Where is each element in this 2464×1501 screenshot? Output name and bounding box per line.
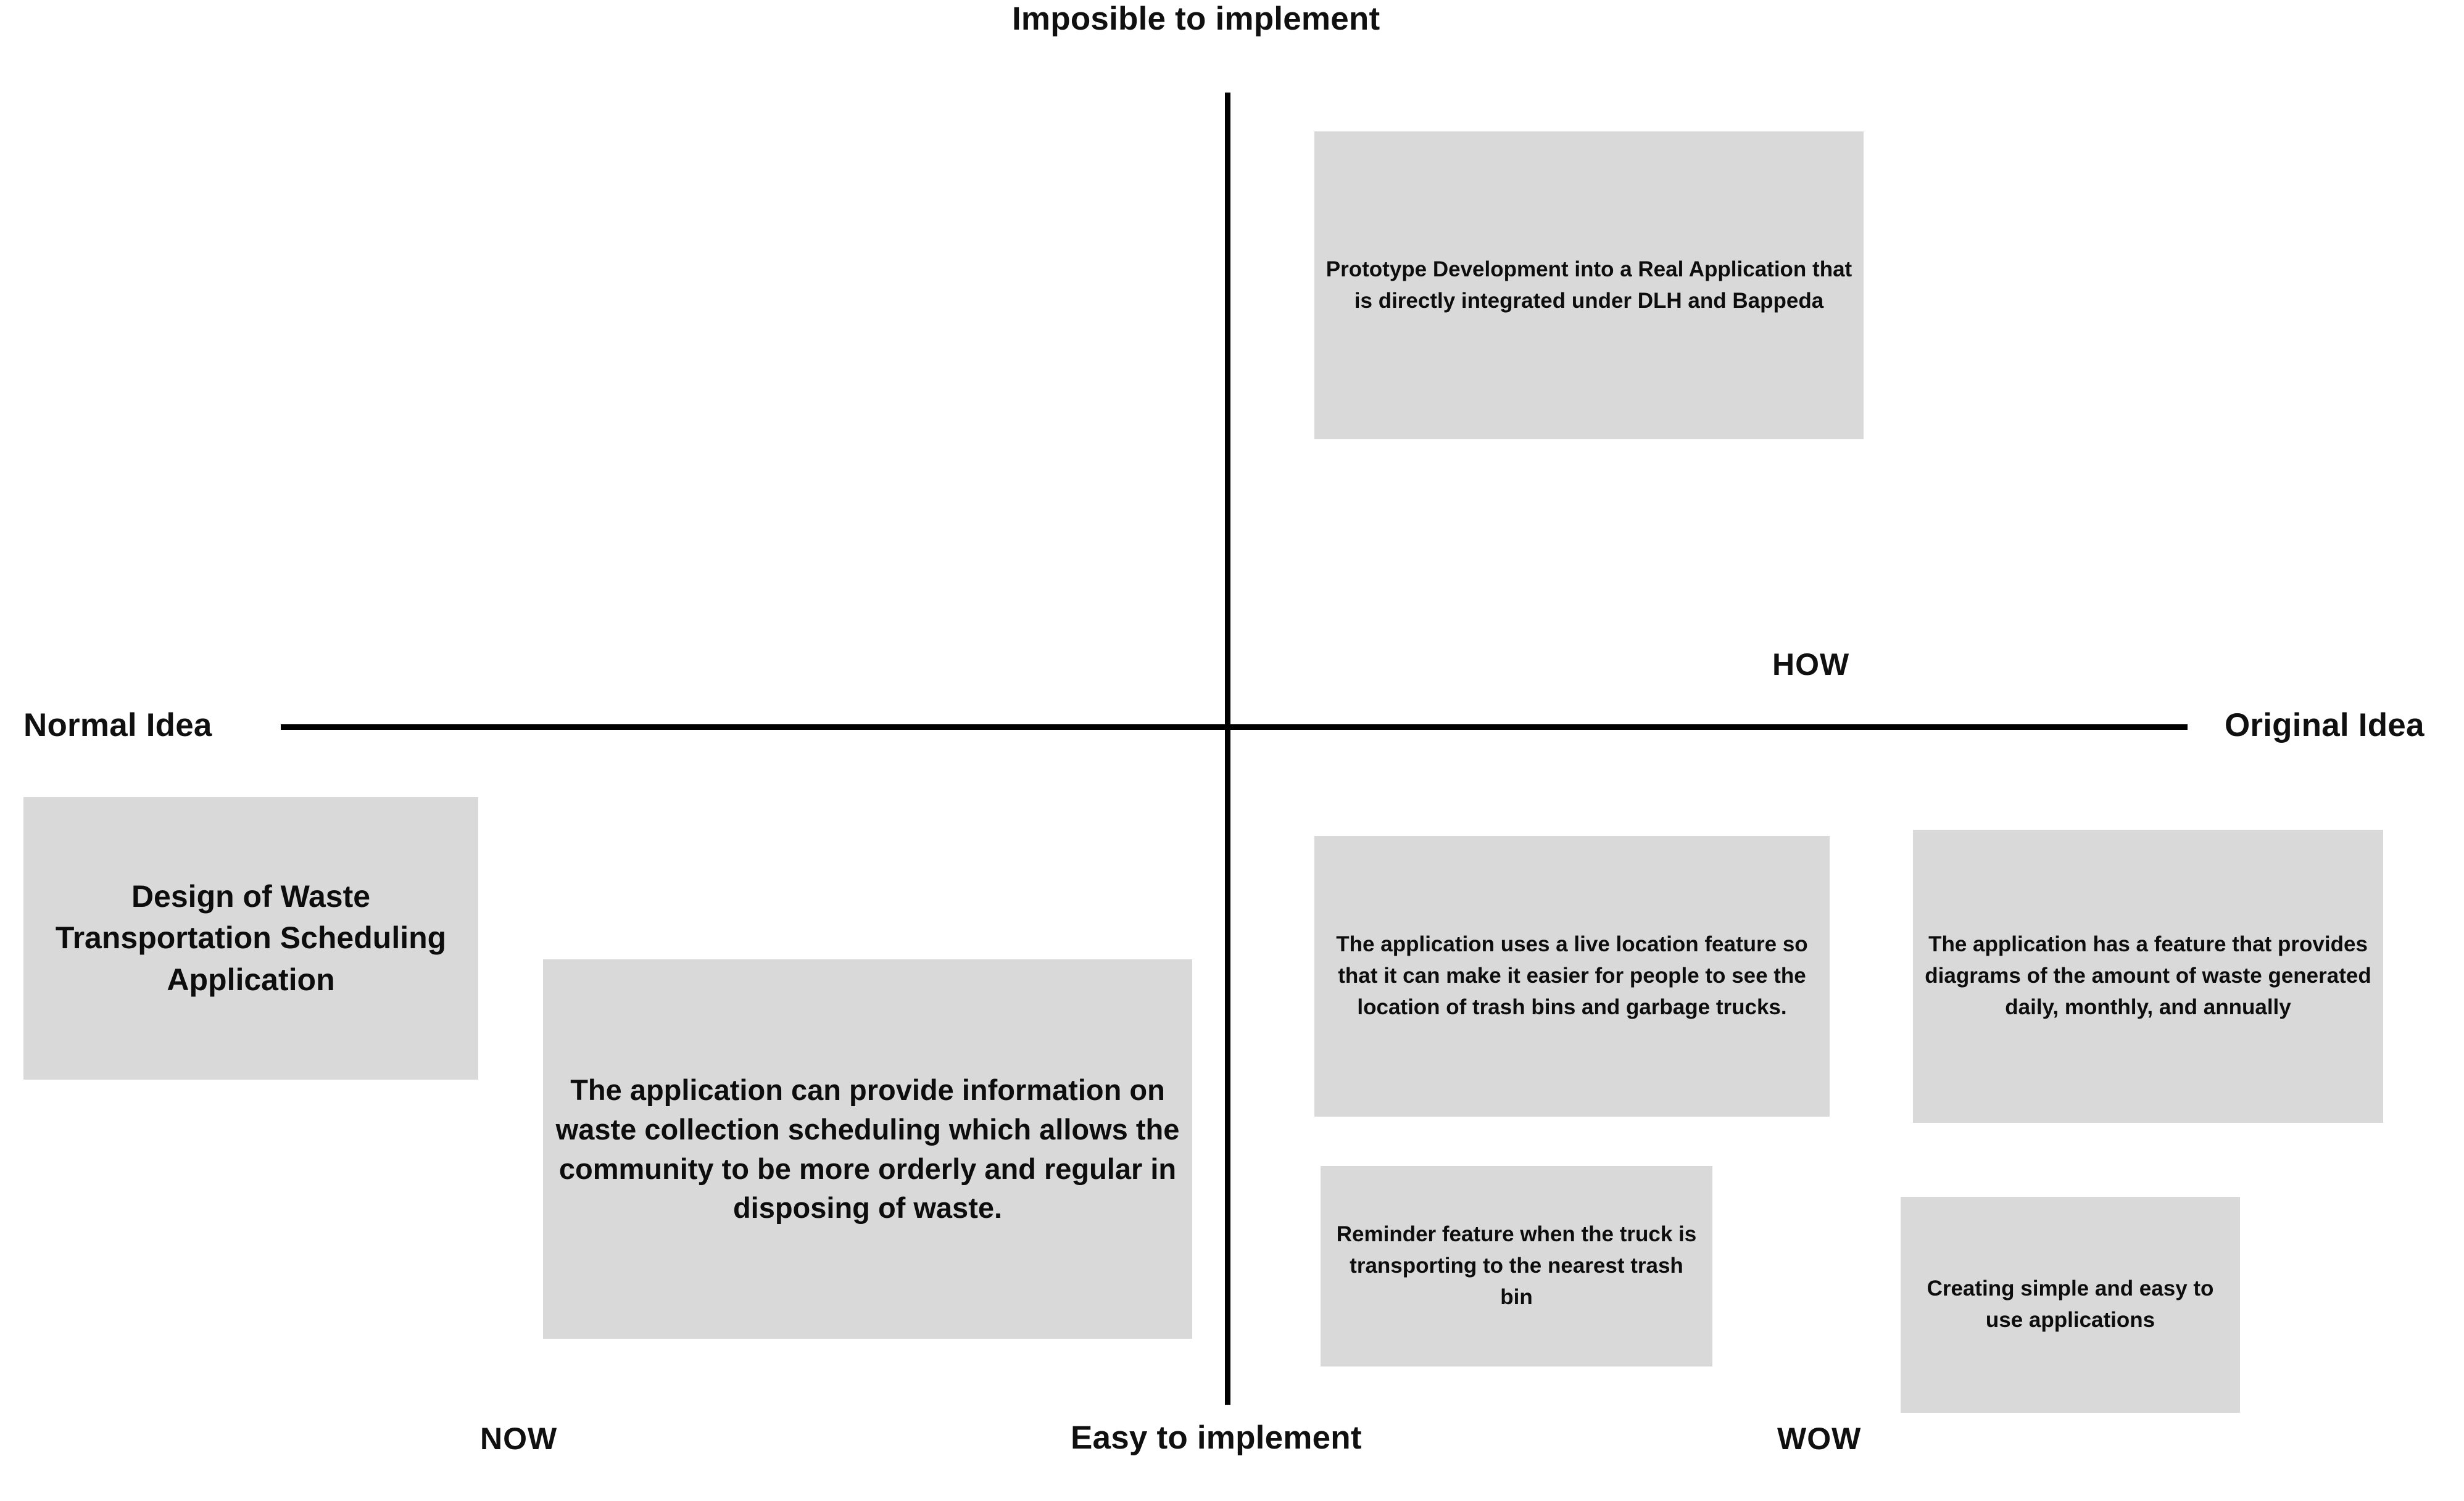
idea-card-reminder-feature[interactable]: Reminder feature when the truck is trans…: [1321, 1166, 1712, 1367]
idea-card-prototype-development[interactable]: Prototype Development into a Real Applic…: [1314, 131, 1864, 439]
idea-card-text: Reminder feature when the truck is trans…: [1336, 1222, 1697, 1309]
axis-label-bottom: Easy to implement: [1071, 1420, 1362, 1456]
idea-card-text: The application has a feature that provi…: [1925, 932, 2371, 1019]
idea-card-simple-easy-applications[interactable]: Creating simple and easy to use applicat…: [1901, 1197, 2240, 1413]
idea-card-text: The application can provide information …: [555, 1073, 1180, 1225]
idea-card-text: Design of Waste Transportation Schedulin…: [55, 879, 447, 997]
idea-card-live-location-feature[interactable]: The application uses a live location fea…: [1314, 836, 1830, 1117]
horizontal-axis: [281, 724, 2188, 730]
idea-card-text: Prototype Development into a Real Applic…: [1325, 257, 1852, 313]
axis-label-top: Imposible to implement: [1012, 1, 1380, 37]
vertical-axis: [1225, 93, 1230, 1405]
quadrant-label-now: NOW: [480, 1421, 558, 1456]
idea-card-text: The application uses a live location fea…: [1336, 932, 1808, 1019]
quadrant-label-how: HOW: [1772, 647, 1850, 682]
axis-label-left: Normal Idea: [23, 707, 212, 743]
axis-label-right: Original Idea: [2225, 707, 2425, 743]
idea-card-text: Creating simple and easy to use applicat…: [1927, 1276, 2214, 1332]
idea-card-waste-collection-scheduling-information[interactable]: The application can provide information …: [543, 959, 1192, 1339]
idea-card-design-of-waste-transportation-scheduling-application[interactable]: Design of Waste Transportation Schedulin…: [23, 797, 478, 1080]
quadrant-label-wow: WOW: [1777, 1421, 1862, 1456]
idea-card-waste-amount-diagrams[interactable]: The application has a feature that provi…: [1913, 830, 2383, 1123]
